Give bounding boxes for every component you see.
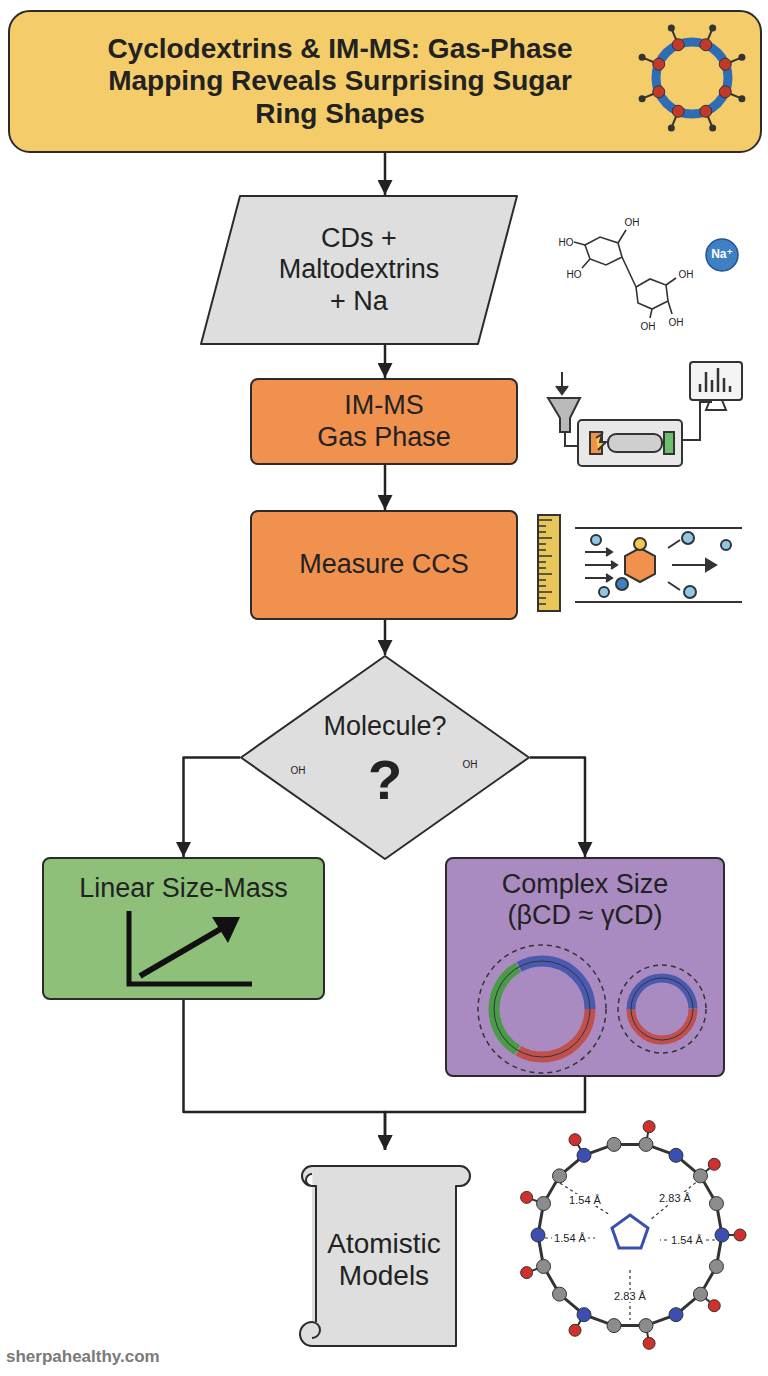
result-box: Linear Size-Mass bbox=[42, 857, 325, 1000]
ion-label: Na⁺ bbox=[711, 248, 733, 261]
distance-label: 1.54 Å bbox=[669, 1234, 705, 1246]
atom-label: OH bbox=[463, 759, 478, 770]
distance-label: 2.83 Å bbox=[657, 1192, 693, 1204]
sodium-ion bbox=[706, 239, 738, 271]
atom-label: HO bbox=[567, 269, 582, 280]
atom-label: OH bbox=[669, 317, 684, 328]
atom-label: OH bbox=[679, 269, 694, 280]
flow-arrow bbox=[184, 758, 241, 858]
node-text: Complex Size (βCD ≈ γCD) bbox=[485, 869, 685, 931]
flow-arrow bbox=[384, 345, 387, 378]
node-text: Cyclodextrins & IM-MS: Gas-Phase Mapping… bbox=[100, 33, 580, 130]
node-symbol: ? bbox=[368, 748, 402, 812]
node-text: Atomistic Models bbox=[316, 1228, 452, 1292]
node-text: Measure CCS bbox=[299, 549, 469, 580]
flow-arrow bbox=[384, 620, 387, 655]
node-text: IM-MS Gas Phase bbox=[317, 390, 452, 452]
distance-label: 2.83 Å bbox=[612, 1290, 648, 1302]
instrument-icon bbox=[548, 362, 742, 466]
input-parallelogram: CDs + Maltodextrins + Na bbox=[200, 195, 518, 345]
drift-stream-icon bbox=[575, 528, 742, 602]
node-text: Molecule? bbox=[323, 711, 446, 742]
atom-label: OH bbox=[641, 321, 656, 332]
atomistic-model bbox=[521, 1121, 746, 1350]
glucose-sketch bbox=[574, 230, 676, 318]
flow-arrow bbox=[184, 1000, 386, 1150]
flow-arrow bbox=[384, 465, 387, 510]
result-box: Complex Size (βCD ≈ γCD) bbox=[445, 857, 725, 1077]
watermark: sherpahealthy.com bbox=[6, 1348, 160, 1367]
flow-arrow bbox=[384, 153, 387, 195]
output-scroll: Atomistic Models bbox=[290, 1150, 478, 1370]
flow-arrow bbox=[530, 758, 585, 858]
decision-diamond: Molecule?? bbox=[240, 655, 530, 860]
node-text: CDs + Maltodextrins + Na bbox=[272, 223, 447, 316]
node-text: Linear Size-Mass bbox=[79, 873, 288, 904]
atom-label: OH bbox=[291, 765, 306, 776]
distance-label: 1.54 Å bbox=[567, 1194, 603, 1206]
atom-label: OH bbox=[625, 217, 640, 228]
process-box: IM-MS Gas Phase bbox=[250, 378, 518, 465]
process-box: Measure CCS bbox=[250, 510, 518, 620]
distance-label: 1.54 Å bbox=[552, 1232, 588, 1244]
ruler-icon bbox=[538, 515, 560, 611]
title-box: Cyclodextrins & IM-MS: Gas-Phase Mapping… bbox=[8, 10, 762, 153]
atom-label: HO bbox=[559, 237, 574, 248]
flow-arrow bbox=[385, 1077, 585, 1150]
